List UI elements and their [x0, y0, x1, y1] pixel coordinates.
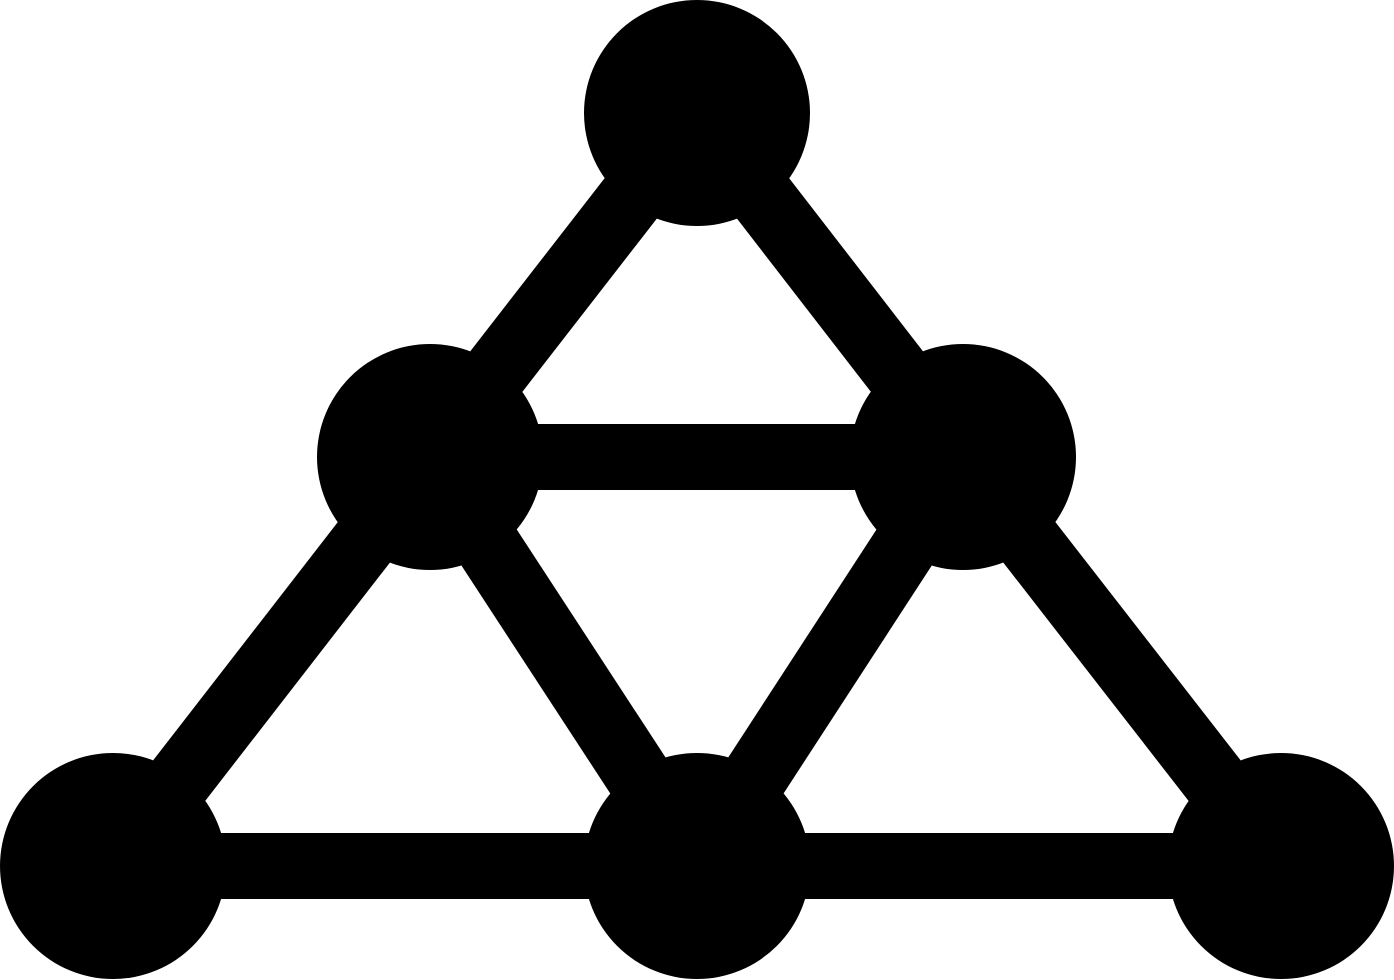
node-bottom-right — [1168, 753, 1394, 979]
node-bottom-left — [0, 753, 226, 979]
node-bottom-center — [584, 753, 810, 979]
node-top — [584, 0, 810, 226]
node-mid-left — [317, 344, 543, 570]
node-mid-right — [850, 344, 1076, 570]
